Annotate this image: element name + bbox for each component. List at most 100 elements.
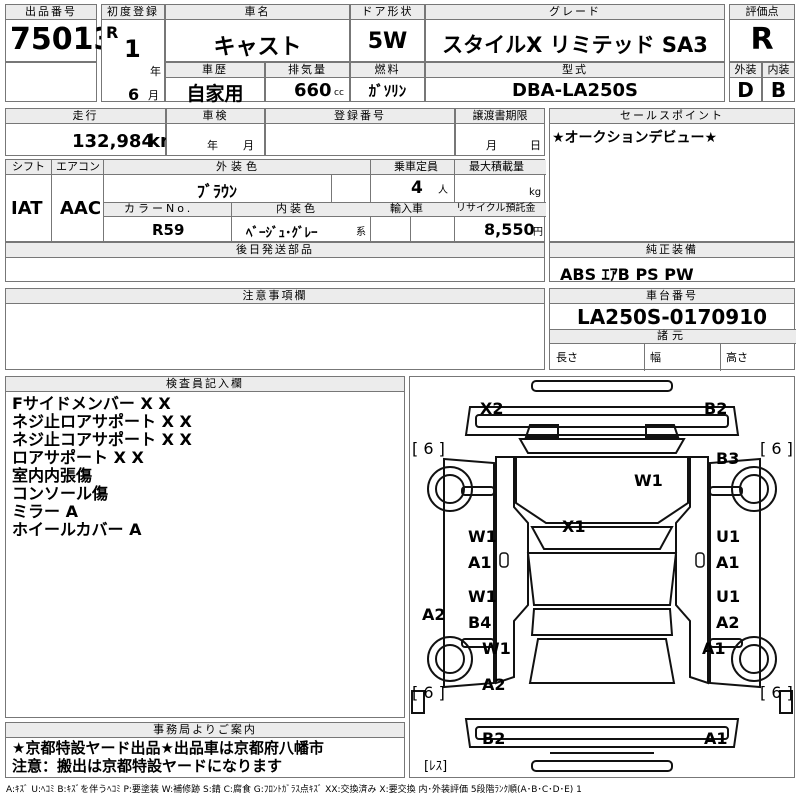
office-box: 事務局よりご案内 ★京都特設ヤード出品★出品車は京都府八幡市 注意：搬出は京都特…	[5, 722, 405, 778]
ac-label: エアコン	[56, 160, 100, 173]
reg-year: 1	[124, 35, 141, 63]
door-label: ドア形状	[351, 5, 424, 20]
car-diagram: X2 B2 [ 6 ] [ 6 ] B3 W1 X1 W1 A1 U1 A1 W…	[409, 376, 795, 778]
length-label: 長さ	[556, 351, 578, 364]
displacement-unit: cc	[334, 88, 344, 98]
first-reg-box: 初度登録 R 1 年 6 月	[101, 4, 165, 104]
damage-mark-x1: X1	[562, 517, 586, 536]
exterior-label: 外装	[730, 63, 761, 78]
damage-mark-six-tl: [ 6 ]	[412, 439, 445, 458]
parts-box: 後日発送部品	[5, 242, 545, 282]
capacity-label: 乗車定員	[394, 160, 438, 173]
score-box: 評価点 R	[729, 4, 795, 62]
insp-month-unit: 月	[243, 139, 254, 152]
damage-mark-a2-bl: A2	[482, 675, 506, 694]
max-load-unit: kg	[529, 187, 542, 198]
int-color: ﾍﾞｰｼﾞｭ･ｸﾞﾚｰ	[246, 226, 318, 241]
era: R	[106, 23, 119, 42]
model: DBA-LA250S	[512, 80, 638, 101]
mileage: 132,984	[72, 131, 154, 152]
damage-mark-a2-r: A2	[716, 613, 740, 632]
sales-point-label: セールスポイント	[550, 109, 794, 124]
transfer-month-unit: 月	[486, 139, 497, 152]
fuel-box: 燃料 ｶﾞｿﾘﾝ	[350, 62, 425, 102]
mileage-box: 走行 132,984 km	[5, 108, 179, 156]
damage-mark-a1-l1: A1	[468, 553, 492, 572]
exterior-box: 外装 D	[729, 62, 762, 102]
model-box: 型式 DBA-LA250S	[425, 62, 725, 102]
reg-year-unit: 年	[150, 65, 161, 78]
damage-mark-u1-r2: U1	[716, 587, 741, 606]
equip-box: 純正装備 ABS ｴｱB PS PW	[549, 242, 795, 284]
capacity: 4	[411, 178, 423, 198]
first-reg-label: 初度登録	[102, 5, 164, 20]
lot-number: 75013	[10, 22, 115, 57]
inspector-note: ホイールカバー A	[12, 520, 142, 539]
score: R	[750, 22, 774, 57]
damage-mark-b2-top: B2	[704, 399, 728, 418]
damage-mark-b4: B4	[468, 613, 492, 632]
door-type: 5W	[367, 29, 408, 54]
inspector-note: ネジ止ロアサポート X X	[12, 412, 192, 431]
inspector-note: ネジ止コアサポート X X	[12, 430, 192, 449]
damage-mark-b3: B3	[716, 449, 740, 468]
car-outline	[411, 380, 793, 772]
transfer-box: 譲渡書期限 月 日	[455, 108, 545, 156]
inspector-note: Fサイドメンバー X X	[12, 394, 171, 413]
parts-label: 後日発送部品	[6, 243, 544, 258]
score-label: 評価点	[730, 5, 794, 20]
color-no-label: カラーNo.	[124, 202, 194, 215]
mileage-label: 走行	[6, 109, 165, 124]
damage-mark-w1-hood: W1	[634, 471, 663, 490]
capacity-unit: 人	[438, 185, 448, 196]
recycle-unit: 円	[533, 227, 543, 238]
inspector-note: ロアサポート X X	[12, 448, 144, 467]
damage-mark-a1-r1: A1	[716, 553, 740, 572]
car-name-label: 車名	[166, 5, 349, 20]
shift: IAT	[11, 198, 43, 219]
chassis-box: 車台番号 LA250S-0170910 諸元 長さ 幅 高さ	[549, 288, 796, 371]
damage-mark-u1-r1: U1	[716, 527, 741, 546]
damage-mark-six-br: [ 6 ]	[760, 683, 793, 702]
displacement-label: 排気量	[266, 63, 349, 78]
int-color-unit: 系	[356, 227, 366, 238]
reg-no-box: 登録番号	[265, 108, 455, 156]
history-box: 車歴 自家用	[165, 62, 265, 105]
chassis-label: 車台番号	[550, 289, 794, 304]
damage-mark-a1-r3: A1	[702, 639, 726, 658]
inspector-box: 検査員記入欄 Fサイドメンバー X X ネジ止ロアサポート X X ネジ止コアサ…	[5, 376, 405, 718]
lot-box: 出品番号 75013	[5, 4, 114, 62]
ac: AAC	[60, 198, 102, 219]
office-note: ★京都特設ヤード出品★出品車は京都府八幡市	[12, 739, 324, 757]
inspector-note: ミラー A	[12, 502, 78, 521]
damage-mark-w1-l1: W1	[468, 527, 497, 546]
interior-grade: B	[770, 78, 787, 102]
damage-mark-a2-l: A2	[422, 605, 446, 624]
reg-month: 6	[128, 85, 140, 104]
fuel: ｶﾞｿﾘﾝ	[368, 82, 407, 100]
damage-legend: A:ｷｽﾞ U:ﾍｺﾐ B:ｷｽﾞを伴うﾍｺﾐ P:要塗装 W:補修跡 S:錆 …	[6, 785, 582, 795]
damage-mark-b2-bot: B2	[482, 729, 506, 748]
ext-color: ﾌﾞﾗｳﾝ	[196, 182, 237, 201]
exterior-grade: D	[737, 78, 754, 102]
model-label: 型式	[426, 63, 724, 78]
car-name: キャスト	[213, 35, 302, 60]
inspector-note: 室内内張傷	[12, 466, 93, 485]
grade-box: グレード スタイルX リミテッド SA3	[425, 4, 725, 62]
inspector-note: コンソール傷	[12, 484, 109, 503]
displacement-box: 排気量 660 cc	[265, 62, 350, 102]
door-box: ドア形状 5W	[350, 4, 425, 62]
notes-box: 注意事項欄	[5, 288, 545, 370]
width-label: 幅	[650, 351, 661, 364]
damage-mark-a1-bot: A1	[704, 729, 728, 748]
transfer-label: 譲渡書期限	[456, 109, 544, 124]
damage-mark-w1-l3: W1	[482, 639, 511, 658]
recycle-label: リサイクル預託金	[456, 203, 536, 214]
reg-no-label: 登録番号	[266, 109, 454, 124]
color-no: R59	[152, 221, 185, 239]
inspection-label: 車検	[167, 109, 264, 124]
equip: ABS ｴｱB PS PW	[560, 265, 694, 284]
damage-mark-six-bl: [ 6 ]	[412, 683, 445, 702]
max-load-label: 最大積載量	[469, 160, 524, 173]
history: 自家用	[186, 83, 244, 105]
